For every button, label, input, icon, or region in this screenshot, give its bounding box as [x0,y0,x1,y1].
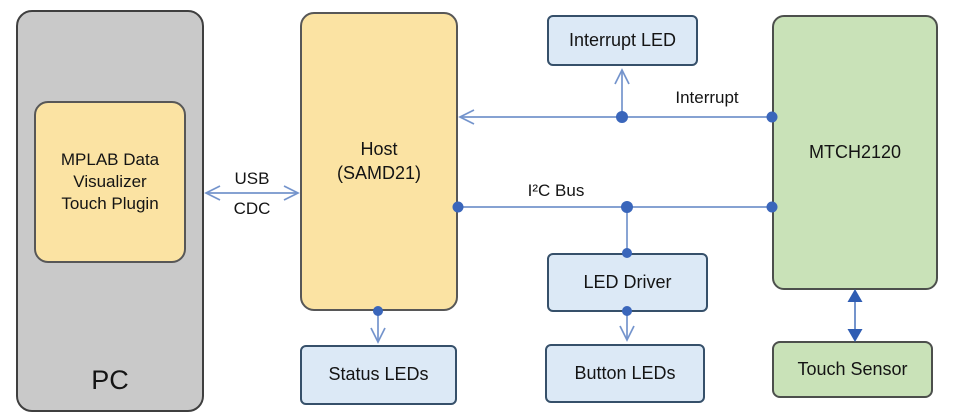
i2c-edge-label: I²C Bus [527,181,585,200]
mtch2120-label: MTCH2120 [808,141,902,162]
mplab-plugin-label: MPLAB Data Visualizer Touch Plugin [60,150,160,213]
touch-sensor-box: Touch Sensor [772,341,933,398]
usb-cdc-edge-label: USB CDC [233,169,271,218]
host-box: Host (SAMD21) [300,12,458,311]
arrowhead-left-icon [458,109,475,125]
pc-label: PC [91,365,129,396]
filled-arrowheads [847,289,863,342]
button-leds-box: Button LEDs [545,344,705,403]
junction-dot [616,111,628,123]
interrupt-led-box: Interrupt LED [547,15,698,66]
arrowhead-left-icon [204,185,221,201]
interrupt-edge-label: Interrupt [675,88,739,107]
host-label: Host (SAMD21) [336,139,421,183]
arrowhead-right-icon [283,185,300,201]
touch-sensor-label: Touch Sensor [797,358,908,379]
led-driver-label: LED Driver [583,271,672,292]
led-driver-box: LED Driver [547,253,708,312]
junction-dot [621,201,633,213]
arrowhead-down-icon [370,327,386,344]
status-leds-label: Status LEDs [328,364,429,385]
arrowhead-down-icon [619,325,635,342]
i2c-connector [458,206,772,253]
interrupt-led-label: Interrupt LED [568,29,677,50]
button-leds-label: Button LEDs [574,362,676,383]
host-status-connector [370,311,386,344]
arrowhead-up-icon [614,68,630,85]
status-leds-box: Status LEDs [300,345,457,405]
mtch2120-box: MTCH2120 [772,15,938,290]
arrowhead-up-filled-icon [847,289,863,302]
driver-buttons-connector [619,312,635,342]
mplab-plugin-box: MPLAB Data Visualizer Touch Plugin [34,101,186,263]
